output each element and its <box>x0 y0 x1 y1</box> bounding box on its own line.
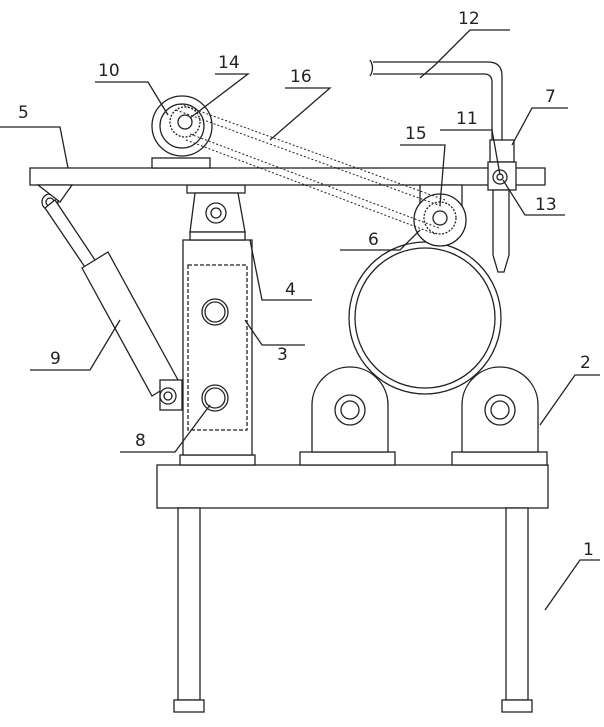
label-3: 3 <box>277 345 288 365</box>
label-5: 5 <box>18 103 29 123</box>
label-1: 1 <box>583 540 594 560</box>
label-4: 4 <box>285 280 296 300</box>
drive-chain <box>175 103 446 235</box>
label-10: 10 <box>98 61 120 81</box>
table-frame <box>156 464 549 713</box>
roller-supports <box>299 366 548 466</box>
hinge-seat <box>186 184 246 241</box>
hydraulic-cylinder <box>41 193 183 411</box>
label-16: 16 <box>290 67 312 87</box>
lifting-column <box>179 239 256 466</box>
welding-torch <box>369 59 517 273</box>
label-6: 6 <box>368 230 379 250</box>
label-15: 15 <box>405 124 427 144</box>
leader-lines <box>0 29 600 611</box>
motor <box>151 95 213 169</box>
label-8: 8 <box>135 431 146 451</box>
pressing-roller <box>413 184 467 247</box>
label-12: 12 <box>458 9 480 29</box>
label-11: 11 <box>456 109 478 129</box>
label-14: 14 <box>218 53 240 73</box>
label-13: 13 <box>535 195 557 215</box>
label-2: 2 <box>580 353 591 373</box>
part-labels: 1 2 3 4 5 6 7 8 9 10 11 12 13 14 15 16 <box>18 9 594 560</box>
pipe-workpiece <box>348 241 502 395</box>
label-9: 9 <box>50 349 61 369</box>
cross-beam <box>29 167 546 203</box>
label-7: 7 <box>545 87 556 107</box>
